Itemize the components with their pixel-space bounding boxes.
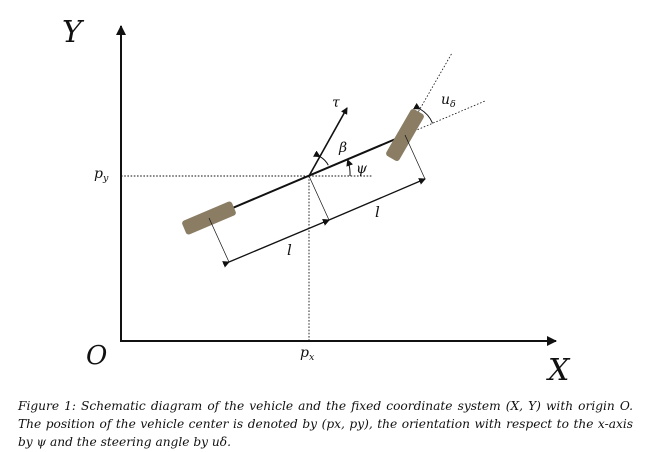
rear-length-label: l	[287, 241, 292, 259]
py-label: py	[94, 166, 109, 184]
beta-arc	[312, 150, 329, 166]
vehicle-body	[208, 134, 406, 219]
psi-label: ψ	[356, 161, 368, 177]
px-label-sub: x	[309, 352, 315, 363]
y-axis-label: Y	[62, 15, 85, 50]
beta-label: β	[338, 140, 347, 156]
py-label-main: p	[94, 166, 103, 182]
front-length-label: l	[375, 203, 380, 221]
steering-angle-label: uδ	[441, 92, 456, 110]
tau-label: τ	[332, 95, 340, 111]
velocity-arrow	[308, 107, 348, 177]
steering-angle-label-main: u	[441, 92, 450, 108]
front-axis-extension	[404, 100, 486, 136]
front-length-dimension	[322, 134, 426, 226]
steering-angle-label-sub: δ	[450, 99, 456, 110]
coordinate-axes	[116, 25, 557, 346]
steering-angle-arc	[413, 102, 434, 124]
psi-arc	[346, 158, 353, 177]
steering-direction-line	[404, 52, 453, 136]
px-label-main: p	[300, 345, 309, 361]
figure-caption: Figure 1: Schematic diagram of the vehic…	[18, 399, 633, 449]
vehicle-schematic-diagram: Y X O py px τ β ψ uδ l l	[62, 15, 571, 388]
origin-label: O	[86, 341, 107, 371]
rear-length-dimension	[208, 175, 330, 268]
px-label: px	[300, 345, 315, 363]
x-axis-label: X	[546, 353, 571, 388]
py-label-sub: y	[102, 173, 109, 184]
